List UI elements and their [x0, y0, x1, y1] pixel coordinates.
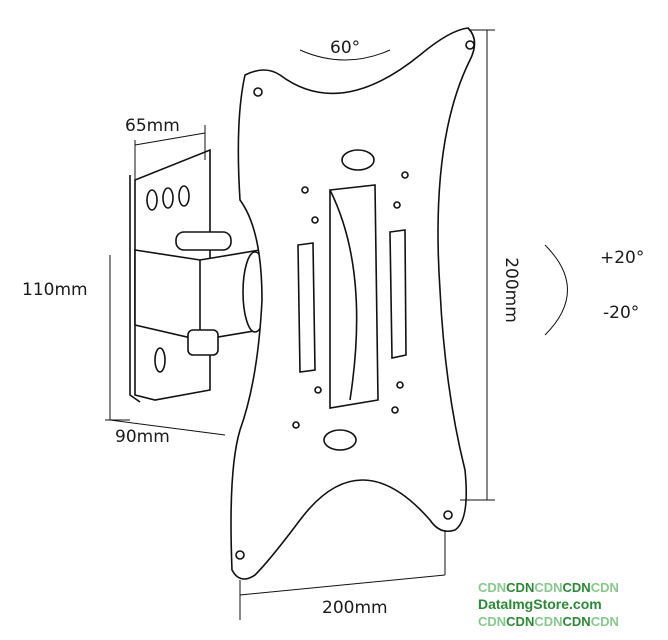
- depth-top-label: 65mm: [125, 116, 180, 136]
- dimension-lines: [105, 29, 568, 620]
- vesa-vertical-label: 200mm: [500, 257, 521, 323]
- rotation-label: 60°: [330, 38, 361, 58]
- tv-plate: [230, 27, 476, 580]
- tilt-down-label: -20°: [603, 303, 640, 323]
- watermark-line2: DataImgStore.com: [478, 596, 602, 612]
- watermark-line1: CDNCDNCDNCDNCDN: [478, 580, 619, 595]
- bracket-height-label: 110mm: [22, 280, 88, 300]
- vesa-horizontal-label: 200mm: [322, 598, 388, 618]
- depth-bottom-label: 90mm: [115, 427, 170, 447]
- tilt-up-label: +20°: [600, 248, 645, 268]
- watermark-line3: CDNCDNCDNCDNCDN: [478, 614, 619, 629]
